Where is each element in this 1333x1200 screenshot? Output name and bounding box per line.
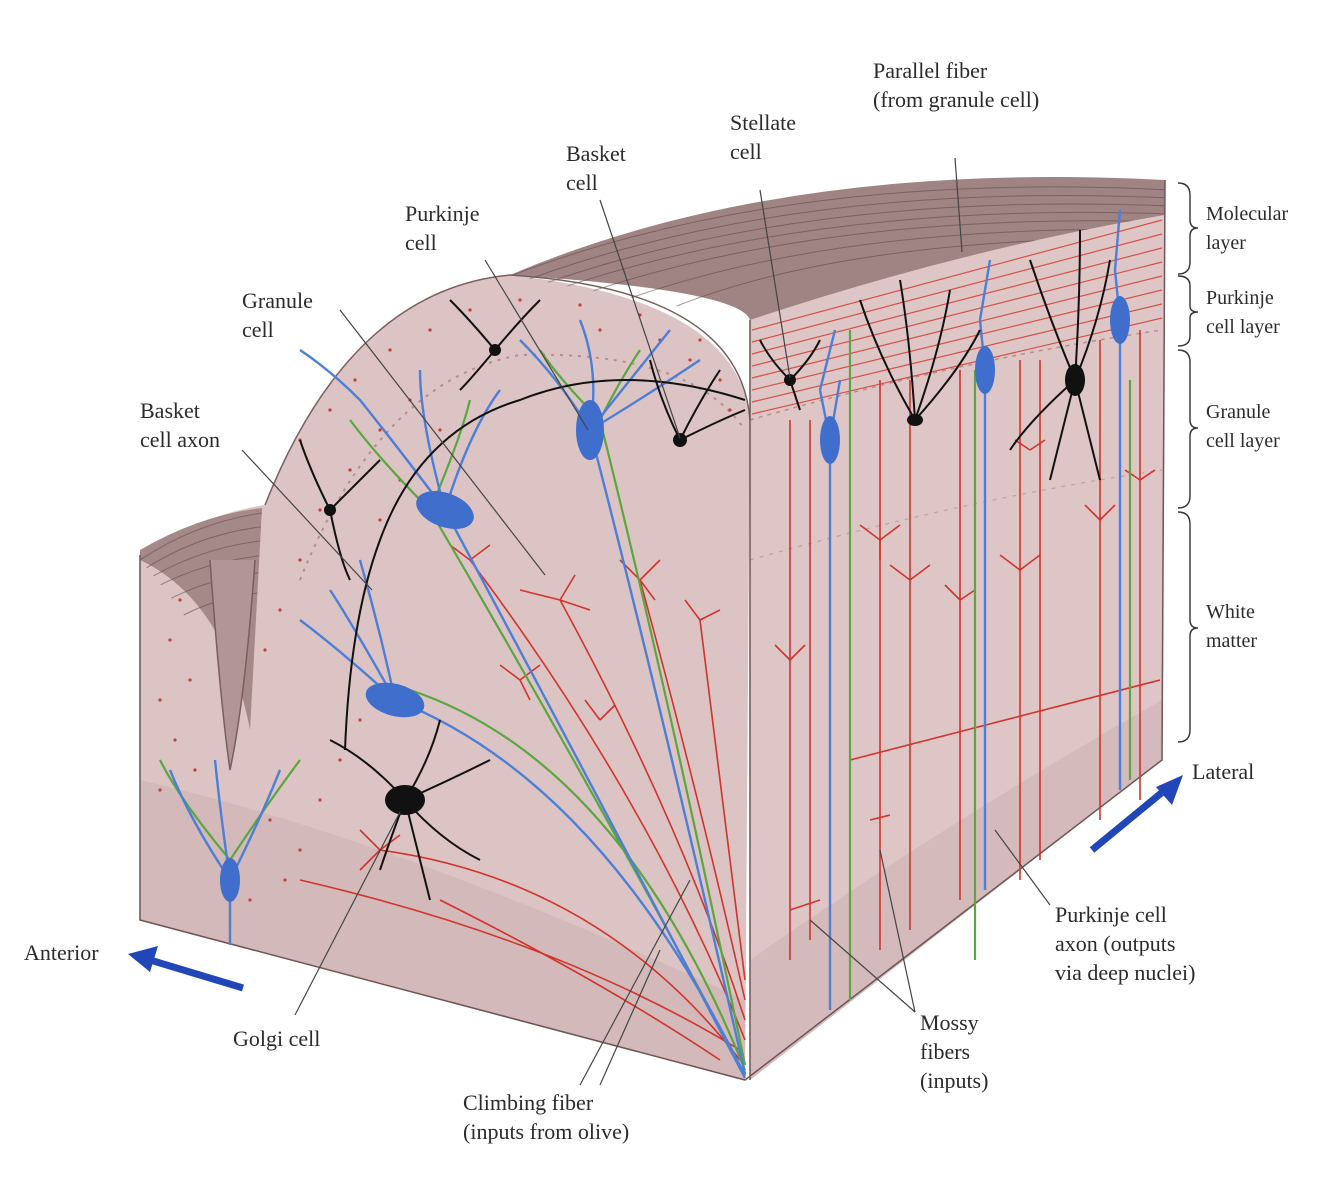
lateral-arrow	[1089, 775, 1183, 853]
mossy-fibers-front	[299, 544, 746, 1061]
block-edges	[139, 179, 1166, 1081]
anterior-label: Anterior	[24, 940, 99, 965]
right-lower-shade	[750, 700, 1162, 1080]
leader-lines	[241, 157, 1051, 1086]
purkinje-cell-label: Purkinje cell	[405, 201, 480, 255]
climbing-fibers	[159, 330, 1132, 1076]
parallel-fibers	[751, 219, 1163, 415]
purkinje-cell-layer-label: Purkinje cell layer	[1206, 287, 1280, 338]
left-lower-shade	[140, 780, 745, 1080]
parallel-fiber-label: Parallel fiber (from granule cell)	[873, 58, 1040, 112]
purkinje-cell-axon-label: Purkinje cell axon (outputs via deep nuc…	[1055, 902, 1196, 985]
stellate-cell-label: Stellate cell	[730, 110, 796, 164]
basket-cell-label: Basket cell	[566, 141, 626, 195]
climbing-fiber-label: Climbing fiber (inputs from olive)	[463, 1090, 630, 1144]
purkinje-somata	[220, 296, 1130, 902]
granule-cell-layer-label: Granule cell layer	[1206, 401, 1280, 452]
interneurons	[299, 229, 1111, 901]
interneuron-somata	[324, 344, 1085, 815]
sulcus	[209, 559, 256, 771]
lateral-label: Lateral	[1192, 759, 1255, 784]
mossy-fibers-right	[774, 330, 1161, 960]
granule-cell-label: Granule cell	[242, 288, 313, 342]
purkinje-neurons	[168, 209, 1122, 1079]
basket-cell-axon-label: Basket cell axon	[140, 398, 221, 452]
golgi-cell-label: Golgi cell	[233, 1026, 321, 1051]
mossy-fibers-label: Mossy fibers (inputs)	[920, 1010, 989, 1093]
anterior-arrow	[128, 946, 245, 992]
folium-outline	[264, 274, 751, 506]
granule-dots	[158, 298, 732, 902]
molecular-layer-label: Molecular layer	[1206, 203, 1289, 254]
white-matter-label: White matter	[1206, 601, 1258, 652]
layer-braces	[1177, 182, 1199, 743]
